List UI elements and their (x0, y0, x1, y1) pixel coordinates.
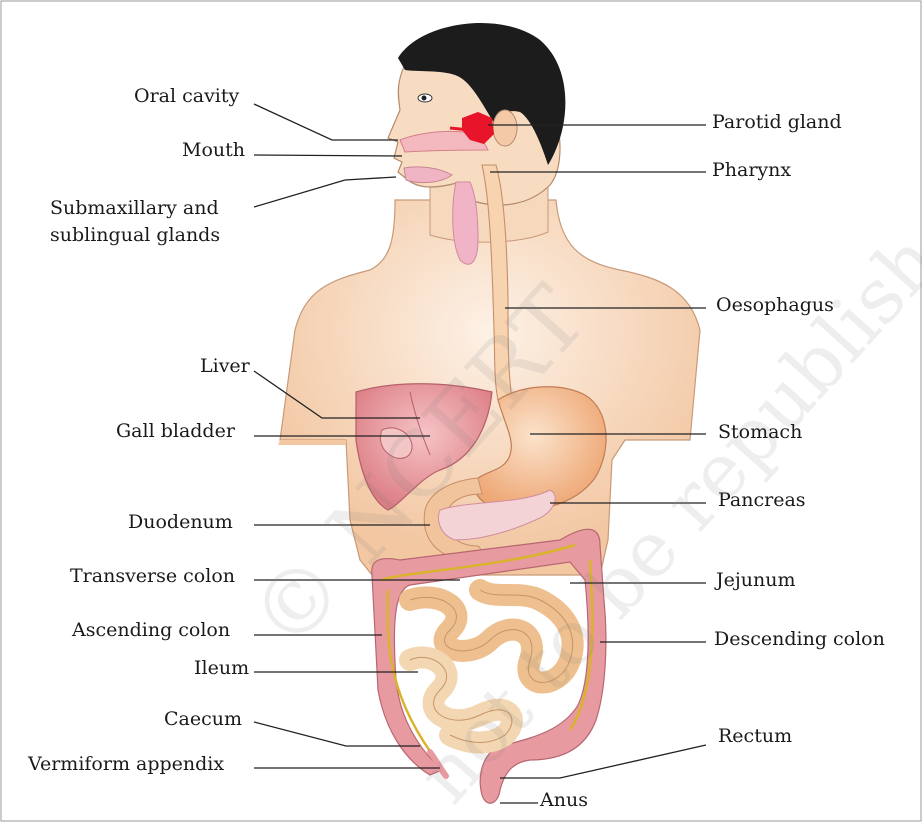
label-oesophagus: Oesophagus (716, 295, 834, 317)
label-pancreas: Pancreas (718, 490, 806, 512)
label-submaxillary-2: sublingual glands (50, 225, 220, 247)
label-descending-colon: Descending colon (714, 629, 885, 651)
label-pharynx: Pharynx (712, 160, 791, 182)
label-anus: Anus (540, 790, 588, 812)
label-stomach: Stomach (718, 422, 802, 444)
label-submaxillary-1: Submaxillary and (50, 198, 219, 220)
label-oral-cavity: Oral cavity (134, 86, 239, 108)
label-duodenum: Duodenum (128, 512, 233, 534)
label-rectum: Rectum (718, 726, 792, 748)
small-intestine (410, 590, 573, 743)
label-vermiform-appendix: Vermiform appendix (28, 754, 224, 776)
label-liver: Liver (200, 356, 250, 378)
label-mouth: Mouth (182, 140, 245, 162)
label-gall-bladder: Gall bladder (116, 421, 235, 443)
label-parotid-gland: Parotid gland (712, 112, 842, 134)
trachea (453, 182, 478, 264)
label-ascending-colon: Ascending colon (72, 620, 230, 642)
label-caecum: Caecum (164, 709, 242, 731)
left-arm (278, 440, 346, 445)
ear (493, 110, 517, 146)
label-jejunum: Jejunum (716, 570, 795, 592)
label-ileum: Ileum (194, 658, 249, 680)
label-transverse-colon: Transverse colon (70, 566, 235, 588)
